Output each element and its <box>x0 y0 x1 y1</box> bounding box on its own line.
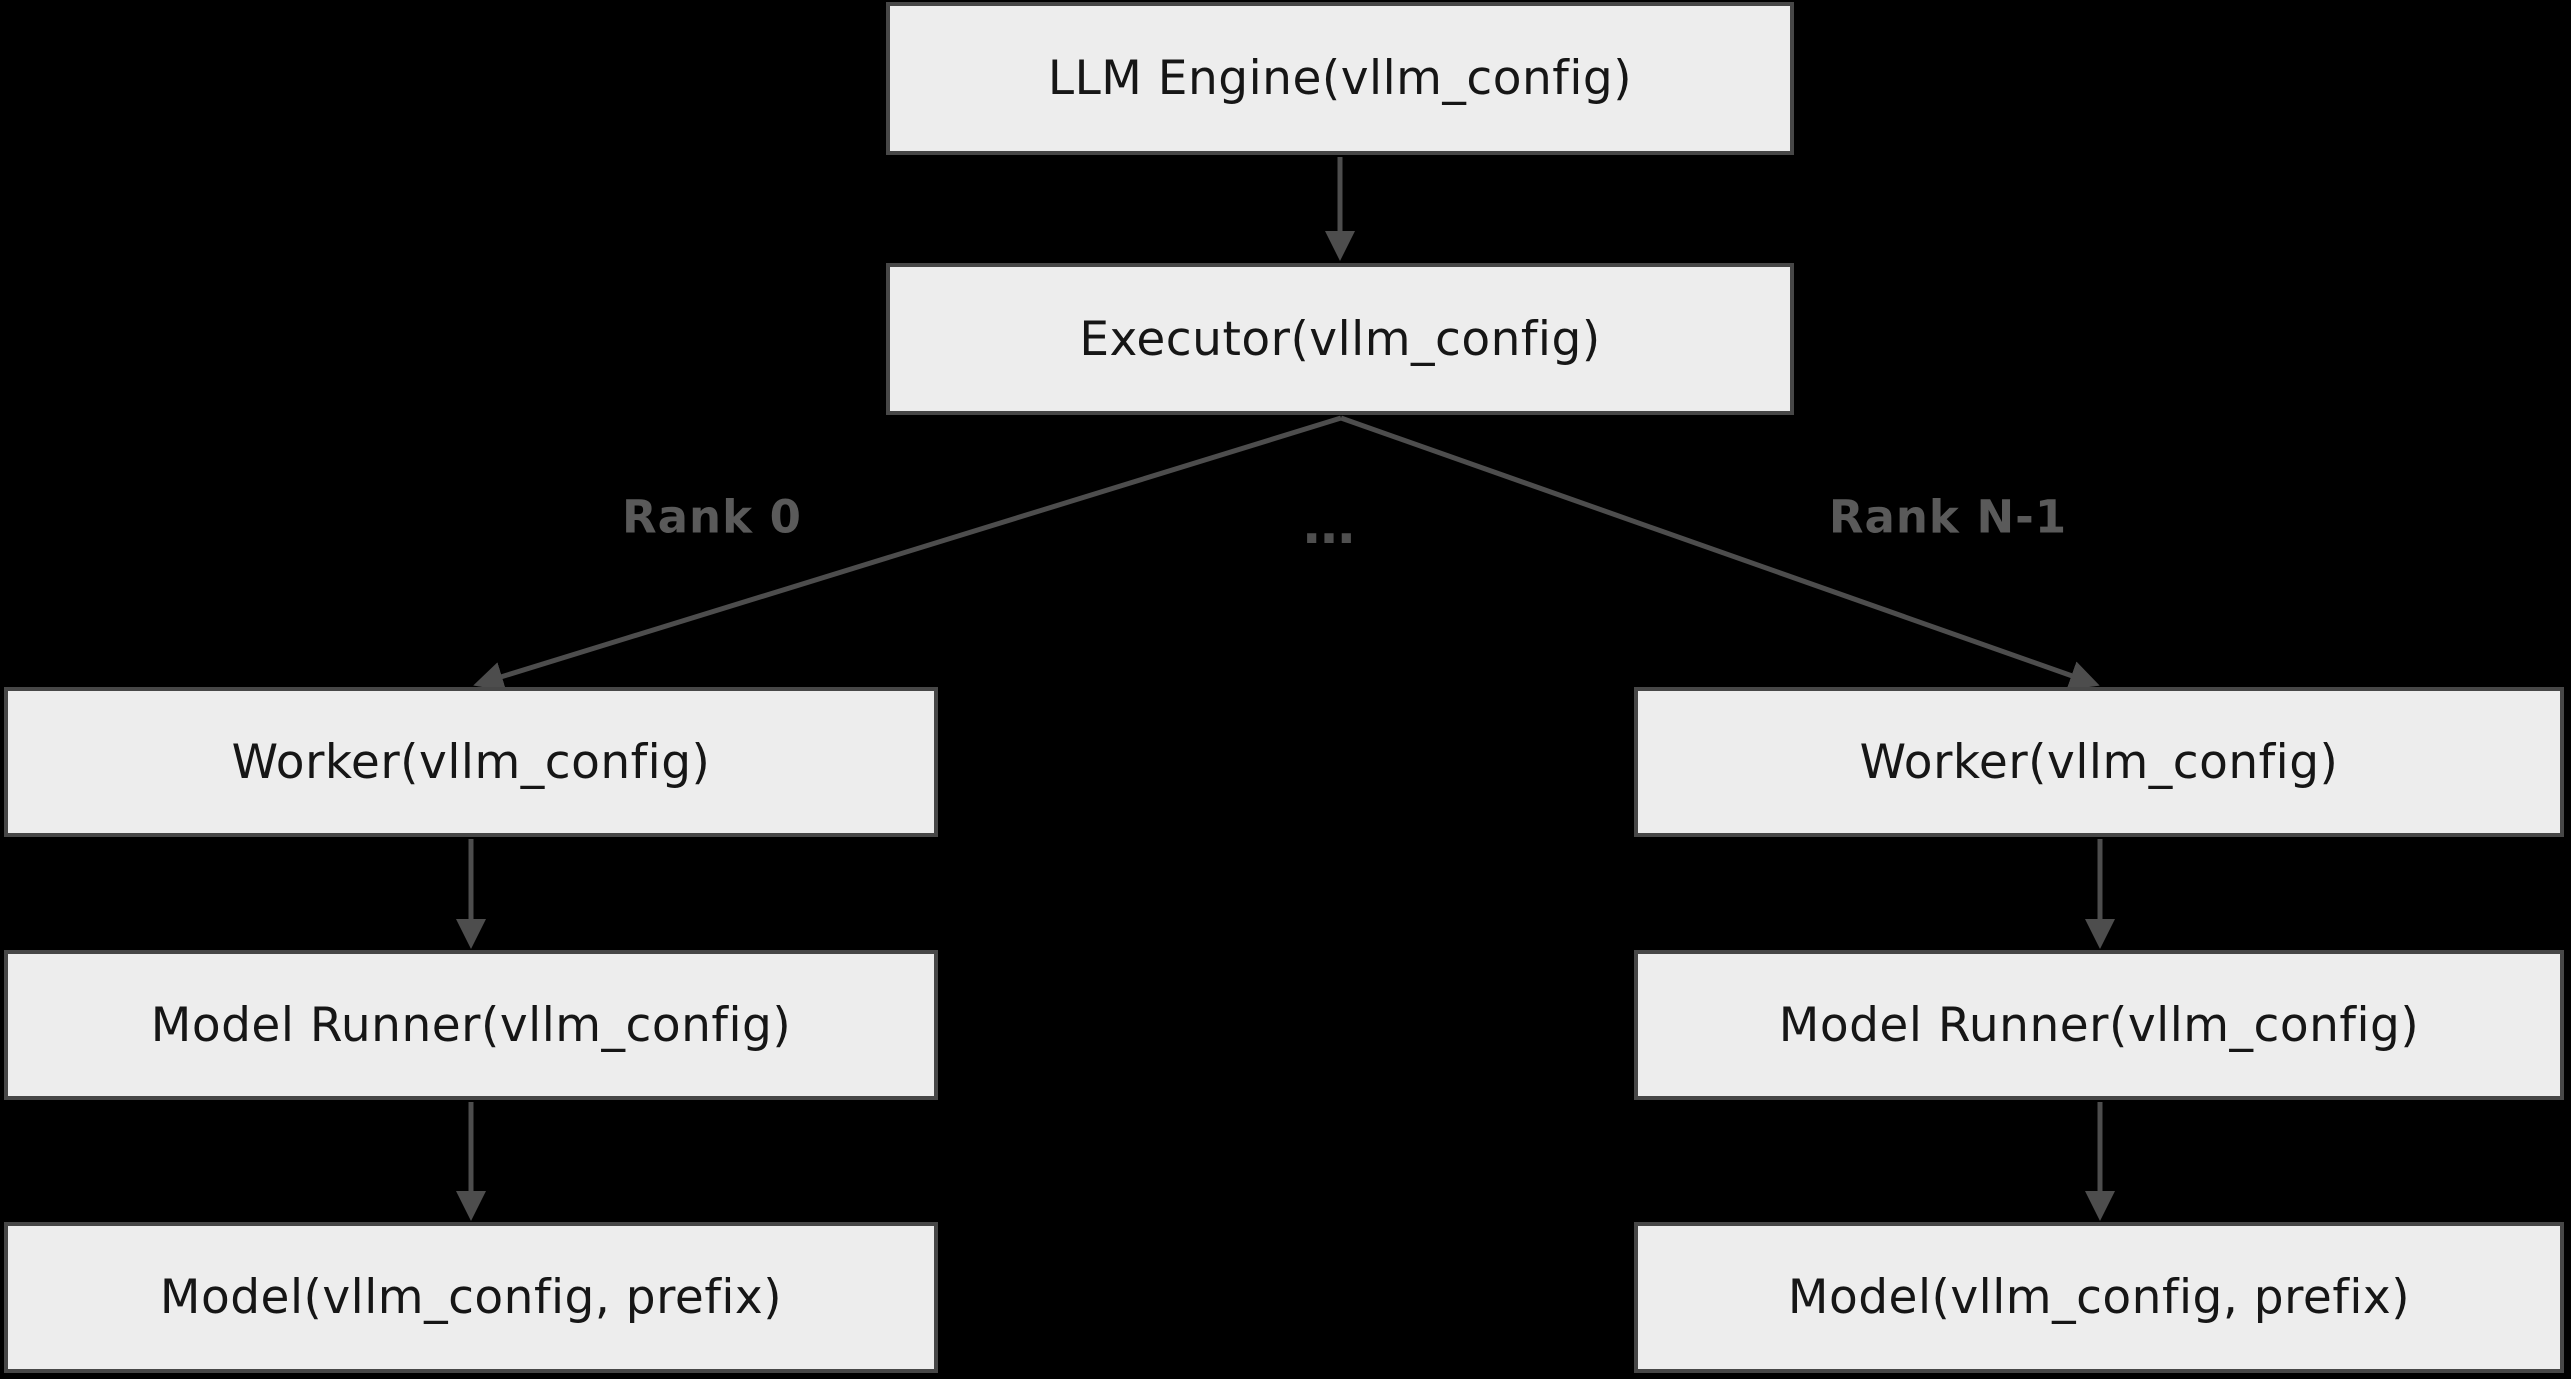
node-worker-rank0: Worker(vllm_config) <box>4 687 938 837</box>
node-model-rank0-label: Model(vllm_config, prefix) <box>159 1270 783 1325</box>
edge-executor-to-worker-rank0 <box>473 415 1342 691</box>
node-worker-rankn-label: Worker(vllm_config) <box>1859 734 2339 790</box>
node-llm-engine-label: LLM Engine(vllm_config) <box>1047 51 1633 106</box>
edge-executor-to-worker-rankn <box>1340 415 2100 690</box>
node-model-runner-rankn: Model Runner(vllm_config) <box>1634 950 2564 1100</box>
node-executor-label: Executor(vllm_config) <box>1079 311 1601 367</box>
node-executor: Executor(vllm_config) <box>886 263 1794 415</box>
node-worker-rank0-label: Worker(vllm_config) <box>231 734 711 790</box>
node-model-runner-rankn-label: Model Runner(vllm_config) <box>1778 997 2420 1053</box>
node-model-runner-rank0-label: Model Runner(vllm_config) <box>150 997 792 1053</box>
node-model-runner-rank0: Model Runner(vllm_config) <box>4 950 938 1100</box>
node-llm-engine: LLM Engine(vllm_config) <box>886 2 1794 155</box>
node-worker-rankn: Worker(vllm_config) <box>1634 687 2564 837</box>
node-model-rank0: Model(vllm_config, prefix) <box>4 1222 938 1373</box>
node-model-rankn-label: Model(vllm_config, prefix) <box>1787 1270 2411 1325</box>
edge-label-rank-0: Rank 0 <box>622 490 802 544</box>
node-model-rankn: Model(vllm_config, prefix) <box>1634 1222 2564 1373</box>
edge-label-rank-n-1: Rank N-1 <box>1828 490 2068 544</box>
edge-label-ellipsis: … <box>1303 496 1359 556</box>
